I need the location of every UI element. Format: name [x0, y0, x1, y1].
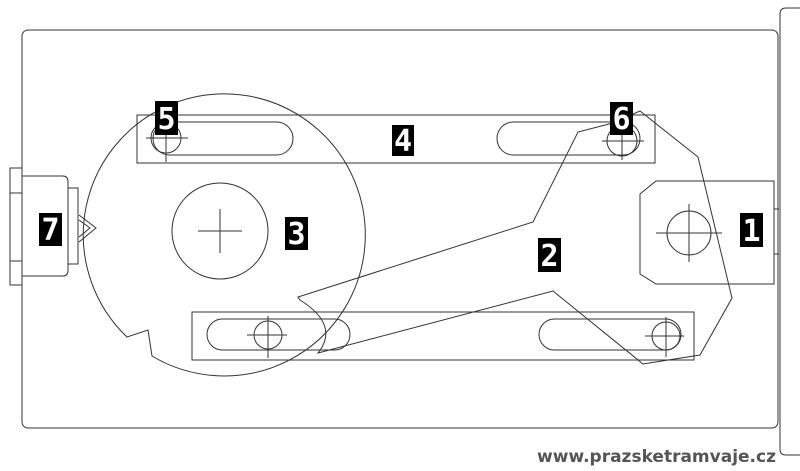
bottom-bar	[191, 311, 695, 361]
label-3: 3	[285, 217, 308, 252]
label-7: 7	[39, 213, 62, 248]
top-bar-part-4	[136, 114, 656, 164]
label-7-text: 7	[41, 213, 59, 248]
disc-hub	[171, 182, 269, 280]
right-block-tab	[774, 208, 779, 255]
left-block-tip	[67, 187, 79, 265]
label-3-text: 3	[287, 217, 305, 252]
label-6-text: 6	[612, 102, 630, 137]
bottom-bar-slot-right	[538, 318, 682, 351]
label-5: 5	[155, 101, 178, 137]
label-1-text: 1	[742, 214, 760, 249]
bottom-pin-right-crosshair	[645, 317, 684, 357]
disc-part-3	[82, 93, 366, 377]
label-5-text: 5	[157, 102, 175, 137]
hub-crosshair	[198, 209, 242, 253]
side-frame	[779, 7, 800, 456]
base-plate-outline	[21, 29, 779, 429]
label-1: 1	[740, 213, 763, 249]
right-block-part-1	[639, 180, 775, 285]
label-4: 4	[392, 124, 414, 159]
label-2: 2	[538, 238, 561, 274]
left-block-flange	[9, 167, 23, 286]
bottom-bar-slot-left	[206, 318, 351, 351]
lever-part-2	[297, 110, 733, 365]
website-link[interactable]: www.prazsketramvaje.cz	[537, 447, 776, 467]
top-bar-slot-right	[496, 121, 641, 156]
left-block-flange-lines	[10, 192, 22, 262]
bottom-pin-left-crosshair	[247, 316, 287, 358]
label-2-text: 2	[540, 239, 558, 274]
label-4-text: 4	[394, 124, 412, 159]
label-6: 6	[610, 102, 633, 137]
left-block-notch	[78, 214, 97, 243]
right-block-crosshair	[656, 204, 722, 262]
